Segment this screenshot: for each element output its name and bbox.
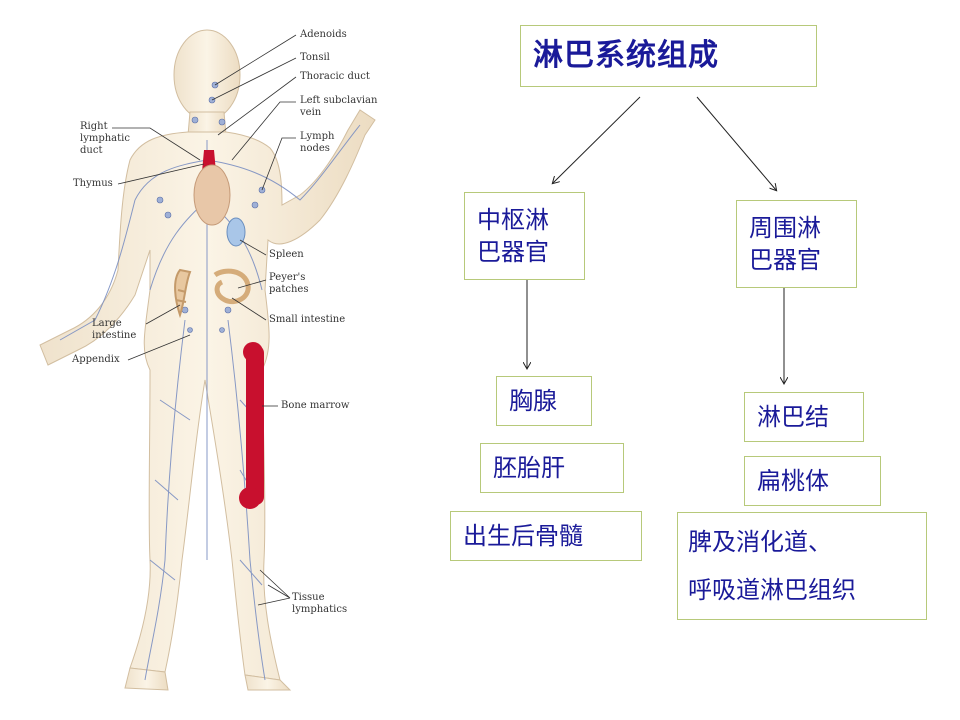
fetal-liver-label: 胚胎肝 <box>493 454 565 482</box>
tonsil-label: 扁桃体 <box>757 467 829 495</box>
label-tissue-lymphatics: Tissue lymphatics <box>292 592 348 615</box>
label-left-subclavian-vein: Left subclavian vein <box>300 95 378 118</box>
large-intestine-organ <box>174 268 192 319</box>
lymphatic-system-illustration <box>39 29 376 691</box>
label-bone-marrow: Bone marrow <box>281 400 350 411</box>
label-large-intestine: Large intestine <box>92 318 137 341</box>
peripheral-organs-box: 周围淋 巴器官 <box>736 200 857 288</box>
heart-organ <box>193 164 231 226</box>
bone-marrow-foot <box>239 487 261 509</box>
bone-marrow-box: 出生后骨髓 <box>450 511 642 561</box>
label-tonsil: Tonsil <box>300 52 330 63</box>
title-box: 淋巴系统组成 <box>520 25 817 87</box>
bone-marrow-head <box>243 342 263 362</box>
spleen-mucosal-box: 脾及消化道、 呼吸道淋巴组织 <box>677 512 927 620</box>
label-appendix: Appendix <box>72 354 120 365</box>
peripheral-organs-label: 周围淋 巴器官 <box>749 214 821 274</box>
arrow-to-central <box>553 96 641 183</box>
diagram-title: 淋巴系统组成 <box>533 38 719 73</box>
label-spleen: Spleen <box>269 249 304 260</box>
lymph-node-box: 淋巴结 <box>744 392 864 442</box>
lymph-nodes <box>156 81 266 333</box>
label-right-lymphatic-duct: Right lymphatic duct <box>80 121 130 156</box>
respiratory-lymphoid-label: 呼吸道淋巴组织 <box>688 576 856 604</box>
arrow-to-peripheral <box>696 96 776 190</box>
tonsil-box: 扁桃体 <box>744 456 881 506</box>
leader-lines <box>112 34 297 606</box>
label-adenoids: Adenoids <box>300 29 347 40</box>
label-peyers-patches: Peyer's patches <box>269 272 309 295</box>
bone-marrow-organ <box>246 345 264 505</box>
lymph-node-label: 淋巴结 <box>757 403 829 431</box>
label-small-intestine: Small intestine <box>269 314 346 325</box>
thymus-label: 胸腺 <box>509 387 557 415</box>
spleen-organ <box>226 217 246 247</box>
thymus-box: 胸腺 <box>496 376 592 426</box>
fetal-liver-box: 胚胎肝 <box>480 443 624 493</box>
small-intestine-organ <box>213 268 251 305</box>
central-organs-label: 中枢淋 巴器官 <box>477 206 549 266</box>
bone-marrow-label: 出生后骨髓 <box>463 522 583 550</box>
label-lymph-nodes: Lymph nodes <box>300 131 335 154</box>
label-thoracic-duct: Thoracic duct <box>300 71 370 82</box>
central-organs-box: 中枢淋 巴器官 <box>464 192 585 280</box>
spleen-digestive-label: 脾及消化道、 <box>688 528 832 556</box>
label-thymus: Thymus <box>73 178 113 189</box>
